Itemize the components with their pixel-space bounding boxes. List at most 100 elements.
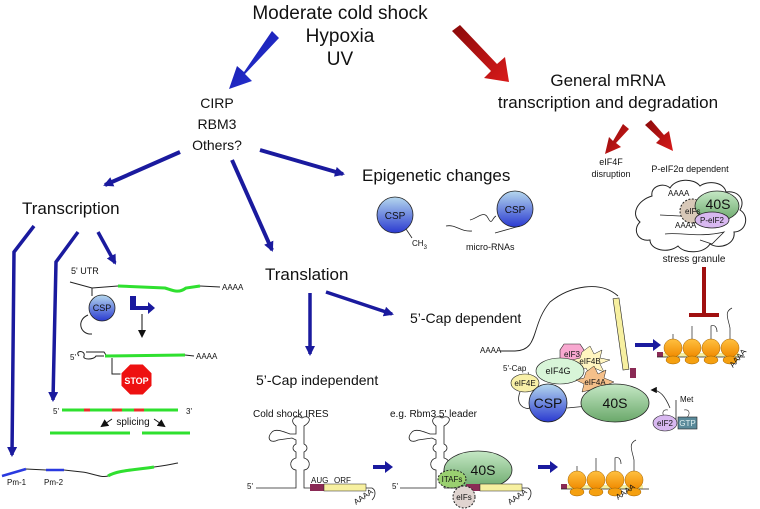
cap-independent-title: 5’-Cap independent <box>256 372 378 388</box>
cap-dependent-complex: AAAA eIF3 eIF4B eIF4G eIF4A 5'-Cap eIF4E… <box>480 286 698 432</box>
splice-five-prime: 5' <box>53 407 59 416</box>
stress-granule-label: stress granule <box>663 254 726 265</box>
general-mrna-block: General mRNA transcription and degradati… <box>498 71 718 112</box>
itafs-label: ITAFs <box>442 475 463 484</box>
eif4g <box>535 357 585 385</box>
polysome-aug <box>561 484 567 489</box>
nascent-peptide <box>614 457 622 473</box>
ires-construct: 5' AUG ORF AAAA <box>247 416 376 507</box>
granule-eifs-label: eIFs <box>685 207 701 216</box>
blue-arrow-to-cirp <box>229 31 279 89</box>
inhibition-bar <box>689 267 719 317</box>
leader-eifs-label: eIFs <box>456 493 472 502</box>
cap-label: 5'-Cap <box>503 364 527 373</box>
stimulus-hypoxia: Hypoxia <box>306 26 375 47</box>
mirna-label: micro-RNAs <box>466 242 515 252</box>
eif4a-label: eIF4A <box>584 378 606 387</box>
nascent-peptide <box>726 307 733 341</box>
csp-cap-dependent <box>528 383 568 423</box>
csp-transcription-label: CSP <box>93 303 112 313</box>
ribosome-small-subunit <box>703 355 719 365</box>
epigenetic-title: Epigenetic changes <box>362 166 510 185</box>
protein-rbm3: RBM3 <box>198 116 237 132</box>
eif2 <box>652 414 678 432</box>
ribosome-small-subunit <box>684 355 700 365</box>
methyl-label: CH3 <box>412 239 428 251</box>
utr-csp-construct: 5' UTR AAAA CSP <box>69 266 244 338</box>
ires-label: Cold shock IRES <box>253 409 329 420</box>
splicing-label: splicing <box>116 417 149 428</box>
ires-orf <box>323 483 367 492</box>
eif2-label: eIF2 <box>657 419 674 428</box>
cap-dependent-title: 5’-Cap dependent <box>410 310 521 326</box>
leader-label: e.g. Rbm3 5' leader <box>390 409 478 420</box>
cap-dep-aug <box>630 368 636 378</box>
leader-five-prime: 5' <box>392 482 398 491</box>
ribosome-large-subunit <box>701 338 721 358</box>
utr-aaaa: AAAA <box>222 283 244 292</box>
ribosome-small-subunit <box>588 487 604 497</box>
nascent-peptide <box>630 439 637 473</box>
ribosome-small-subunit <box>665 355 681 365</box>
ribosome-large-subunit <box>605 470 625 490</box>
polysome-cap-independent <box>561 439 649 497</box>
mrna-stop-construct: 5' AAAA STOP <box>70 351 218 396</box>
leader-construct: 5' 40S ITAFs eIFs AAAA <box>392 416 532 509</box>
gtp <box>677 416 698 430</box>
eif4e-label: eIF4E <box>514 379 535 388</box>
cap-dep-aaaa: AAAA <box>480 346 502 355</box>
granule-peif2 <box>694 211 730 229</box>
red-arrow-peif2 <box>645 120 673 151</box>
granule-aaaa-bottom: AAAA <box>675 221 697 230</box>
csp-methyl <box>376 196 414 234</box>
leader-eifs <box>452 485 476 509</box>
ires-aug <box>310 484 324 491</box>
met-label: Met <box>680 395 694 404</box>
protein-others: Others? <box>192 137 242 153</box>
pm1-label: Pm-1 <box>7 478 27 487</box>
eif4f-label-1: eIF4F <box>599 157 623 167</box>
csp-transcription <box>88 294 116 322</box>
ires-aug-label: AUG <box>311 476 328 485</box>
eif4b-label: eIF4B <box>579 357 600 366</box>
leader-aug <box>466 484 480 491</box>
polysome-orf <box>663 353 739 357</box>
arrow-to-translation <box>230 159 274 252</box>
stop-sign <box>120 363 153 396</box>
arrow-to-epigenetic <box>259 148 345 177</box>
ribosome-large-subunit <box>586 470 606 490</box>
arrow-to-transcription <box>103 150 181 187</box>
pm2-label: Pm-2 <box>44 478 64 487</box>
eif4e <box>510 373 540 393</box>
leader-orf <box>479 483 523 492</box>
arrow-to-polysome-cap <box>635 339 661 351</box>
eif4f-label-2: disruption <box>591 169 630 179</box>
ribosome-40s-leader-label: 40S <box>471 462 496 478</box>
methyl-sub: 3 <box>424 245 428 251</box>
protein-cirp: CIRP <box>200 95 233 111</box>
stimulus-uv: UV <box>327 49 354 70</box>
general-mrna-title-2: transcription and degradation <box>498 93 718 112</box>
csp-mirna-label: CSP <box>505 205 526 216</box>
promoter-construct: Pm-1 Pm-2 <box>1 462 179 487</box>
stimulus-cold-shock: Moderate cold shock <box>252 3 428 24</box>
ribosome-40s-cap-label: 40S <box>603 395 628 411</box>
stress-granule: AAAA eIFs 40S P-eIF2 AAAA <box>635 179 747 253</box>
ribosome-small-subunit <box>626 487 642 497</box>
csp-methyl-label: CSP <box>385 211 406 222</box>
stimuli-block: Moderate cold shock Hypoxia UV <box>252 3 428 70</box>
ires-orf-label: ORF <box>334 476 351 485</box>
methyl-ch: CH <box>412 239 424 248</box>
translation-title: Translation <box>265 265 348 284</box>
arrow-ires-to-leader <box>373 461 393 473</box>
cap-dep-orf <box>612 297 630 371</box>
arrow-to-polysome-ires <box>538 461 558 473</box>
general-mrna-title-1: General mRNA <box>550 71 666 90</box>
csp-cap-dependent-label: CSP <box>534 395 563 411</box>
red-arrow-to-general-mrna <box>452 25 509 82</box>
granule-aaaa-top: AAAA <box>668 189 690 198</box>
ribosome-small-subunit <box>607 487 623 497</box>
ires-five-prime: 5' <box>247 482 253 491</box>
polysome-orf <box>567 485 643 489</box>
transcription-start-arrow <box>130 296 155 314</box>
